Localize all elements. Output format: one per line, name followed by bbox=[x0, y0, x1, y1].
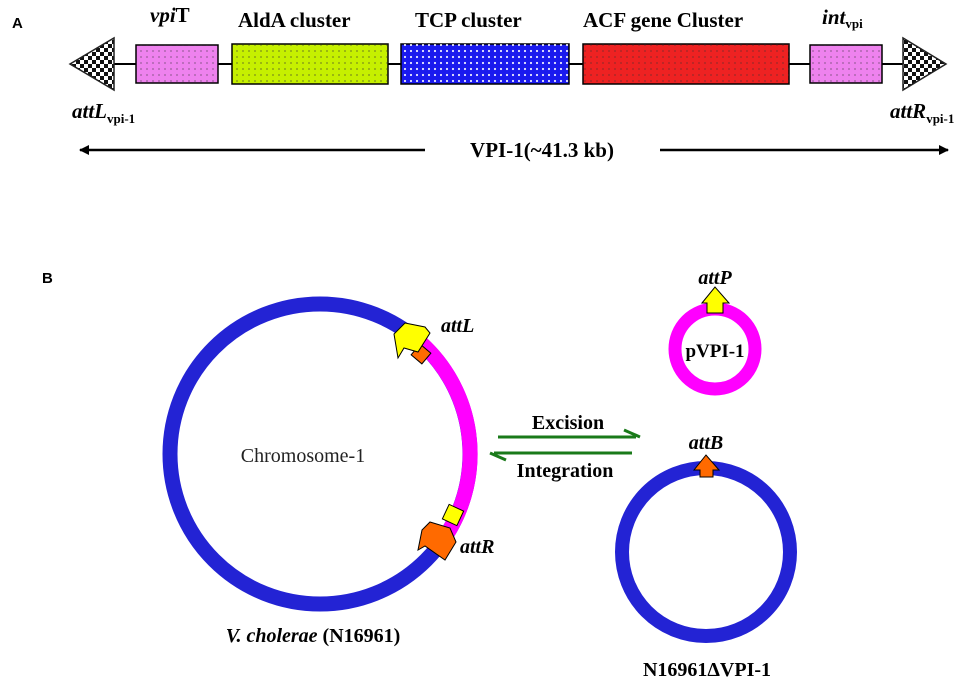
chromosome-attL-label: attL bbox=[441, 315, 474, 337]
strain-label: V. cholerae (N16961) bbox=[226, 625, 401, 647]
gene-vpit-label: vpiT bbox=[150, 3, 190, 27]
pvpi-1-label: pVPI-1 bbox=[685, 341, 744, 362]
vpi-island-arc bbox=[414, 336, 478, 538]
attR-label: attRvpi-1 bbox=[890, 99, 954, 126]
gene-alda-label: AldA cluster bbox=[238, 8, 351, 32]
gene-tcp bbox=[400, 43, 570, 85]
excision-arrow bbox=[498, 428, 641, 439]
excision-label: Excision bbox=[532, 412, 604, 434]
gene-tcp-label: TCP cluster bbox=[415, 8, 522, 32]
gene-vpit bbox=[135, 44, 219, 84]
attP-marker bbox=[700, 286, 731, 314]
panel-a-label: A bbox=[12, 15, 23, 32]
attB-label: attB bbox=[689, 432, 723, 454]
gene-int-label: intvpi bbox=[822, 5, 863, 31]
gene-acf bbox=[582, 43, 790, 85]
integration-arrow bbox=[489, 451, 632, 462]
attR-site-marker bbox=[902, 36, 948, 92]
attP-label: attP bbox=[698, 267, 732, 289]
chromosome-label: Chromosome-1 bbox=[241, 445, 365, 467]
gene-alda bbox=[231, 43, 389, 85]
chromosome-attR-marker bbox=[417, 503, 465, 561]
gene-int bbox=[809, 44, 883, 84]
chromosome-attR-label: attR bbox=[460, 536, 494, 558]
attL-site-marker bbox=[68, 36, 115, 92]
deletion-mutant-ring bbox=[615, 461, 797, 643]
chromosome-attL-marker bbox=[393, 322, 432, 365]
gene-acf-label: ACF gene Cluster bbox=[583, 8, 743, 32]
mutant-strain-label: N16961ΔVPI-1 bbox=[643, 659, 771, 681]
attB-marker bbox=[692, 454, 721, 478]
integration-label: Integration bbox=[517, 460, 614, 482]
vpi-span-label: VPI-1(~41.3 kb) bbox=[470, 138, 614, 162]
attL-label: attLvpi-1 bbox=[72, 99, 135, 126]
panel-b-label: B bbox=[42, 270, 53, 287]
